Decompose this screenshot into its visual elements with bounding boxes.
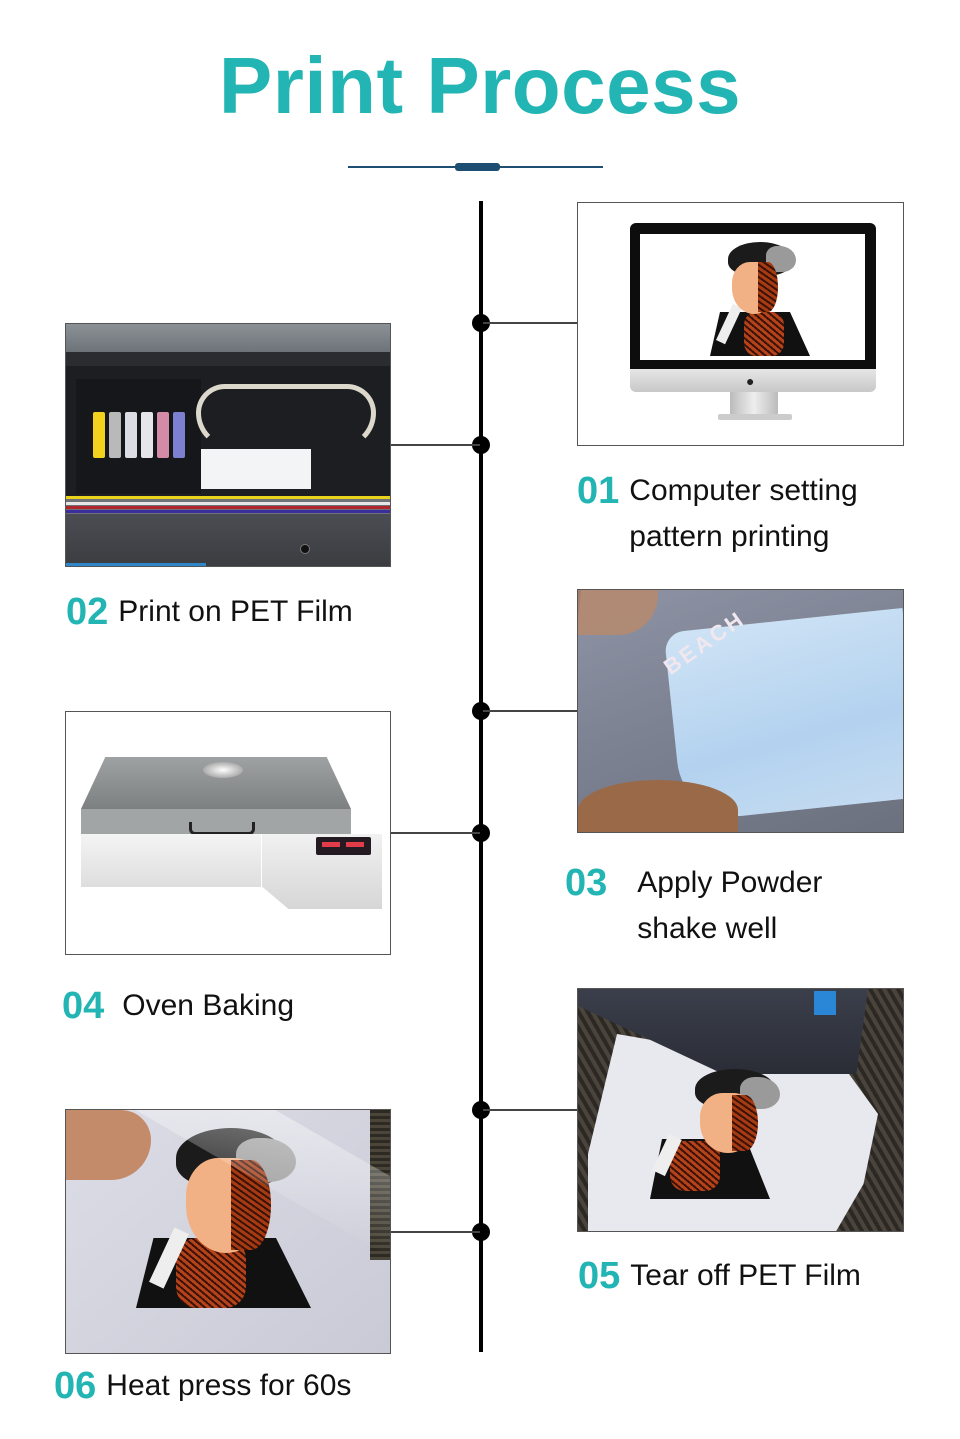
timeline-dot-06 [472,1223,490,1241]
step-02-image-printer [65,323,391,567]
connector-05 [483,1109,577,1111]
step-04-label: 04 Oven Baking [62,983,294,1032]
ink-cartridge-gray [109,412,121,458]
connector-06 [390,1231,480,1233]
step-03-label: 03 Apply Powder shake well [565,860,822,952]
step-number: 01 [577,470,620,512]
title-divider-accent [455,163,500,171]
step-05-label: 05 Tear off PET Film [578,1253,861,1302]
step-number: 05 [578,1255,621,1297]
monitor-screen [640,234,865,360]
step-01-label: 01 Computer setting pattern printing [577,468,858,560]
page-title: Print Process [218,41,742,130]
monitor-stand [730,392,778,414]
ink-cartridge-blue [173,412,185,458]
step-number: 04 [62,985,105,1027]
step-03-image-powder-film: BEACH [577,589,904,833]
step-text-line: pattern printing [629,520,830,553]
timeline-dot-05 [472,1101,490,1119]
step-01-image-computer: ● [577,202,904,446]
ink-tube [196,384,376,449]
oven-body [81,834,261,887]
cartoon-design [650,1069,800,1204]
timeline-dot-01 [472,314,490,332]
step-text-line: Apply Powder [637,866,823,899]
step-number: 03 [565,862,608,904]
pet-film-sheet [201,449,311,489]
ink-cartridge-yellow [93,412,105,458]
oven-display-panel [316,837,371,855]
step-text-line: Heat press for 60s [106,1369,352,1402]
step-number: 02 [66,591,109,633]
ink-cartridge-white [125,412,137,458]
step-text-line: Oven Baking [122,989,295,1022]
press-label [814,991,836,1015]
step-text-line: Print on PET Film [118,595,353,628]
step-text-line: Tear off PET Film [630,1259,861,1292]
ink-cartridge-white [141,412,153,458]
step-06-label: 06 Heat press for 60s [54,1363,351,1412]
cartoon-design [700,240,810,356]
connector-01 [483,322,577,324]
monitor-chin [630,369,876,392]
step-05-image-tshirt-press [577,988,904,1232]
timeline-dot-02 [472,436,490,454]
step-02-label: 02 Print on PET Film [66,589,353,638]
timeline-dot-03 [472,702,490,720]
fan-vent-icon [203,762,243,778]
step-number: 06 [54,1365,97,1407]
hand [66,1110,151,1180]
timeline-dot-04 [472,824,490,842]
connector-04 [390,832,480,834]
oven-handle [189,822,255,835]
monitor-foot [718,414,792,420]
apple-logo-icon: ● [746,373,755,389]
step-text-line: shake well [637,912,778,945]
connector-03 [483,710,577,712]
step-04-image-oven [65,711,391,955]
arm [578,780,738,832]
ink-cartridge-magenta [157,412,169,458]
connector-02 [390,444,480,446]
step-06-image-heat-press [65,1109,391,1354]
timeline-line [479,201,483,1352]
step-text-line: Computer setting [629,474,858,507]
